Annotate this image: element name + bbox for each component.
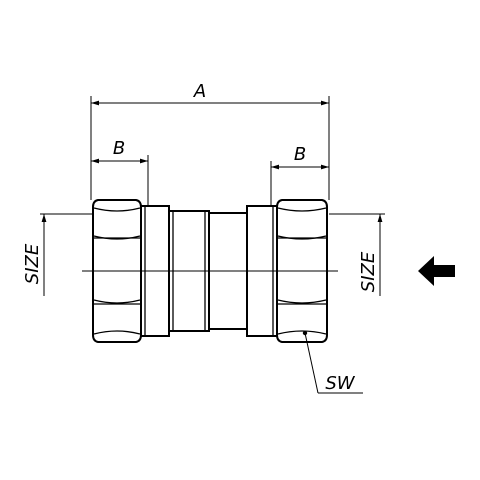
- dimension-a-label: A: [193, 81, 206, 102]
- right-hex-nut: [276, 199, 328, 343]
- sw-label: SW: [325, 373, 355, 394]
- dimension-a: A: [90, 81, 330, 200]
- arrow-left-icon: [418, 256, 455, 286]
- dimension-size-right: SIZE: [329, 213, 385, 296]
- dimension-b-left: B: [91, 138, 149, 206]
- left-hex-nut: [92, 199, 142, 343]
- dimension-b-right-label: B: [294, 144, 306, 165]
- size-left-label: SIZE: [22, 243, 43, 284]
- wrench-size-callout: SW: [302, 330, 363, 394]
- dimension-b-right: B: [270, 144, 329, 206]
- size-right-label: SIZE: [358, 251, 379, 292]
- dimension-size-left: SIZE: [22, 213, 93, 296]
- dimension-b-left-label: B: [113, 138, 125, 159]
